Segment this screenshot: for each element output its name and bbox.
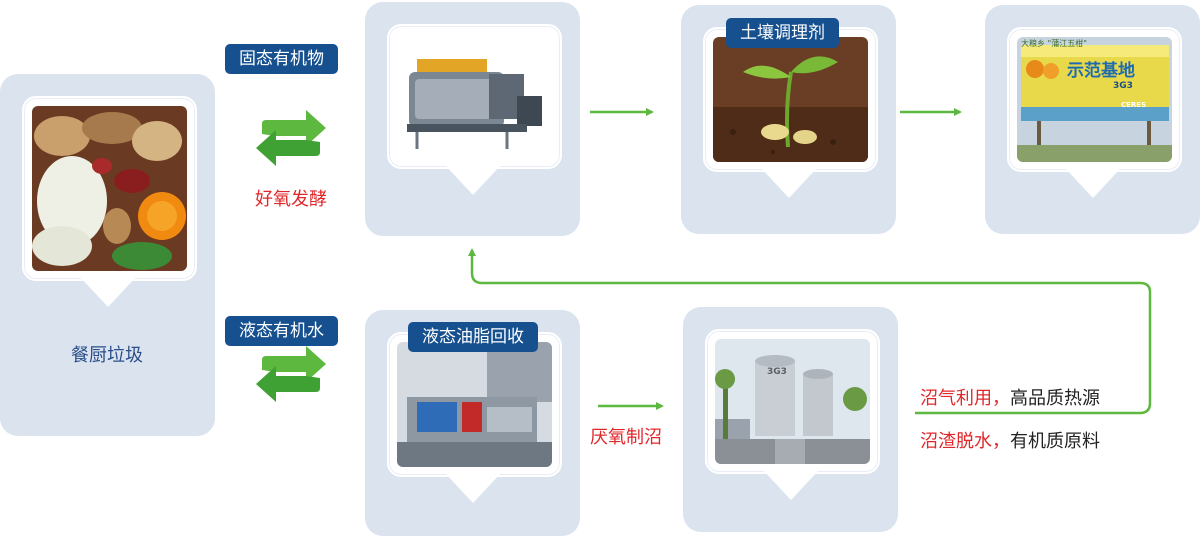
demonstration-billboard-image: 大粮乡 "蒲江五柑" 示范基地 3G3 CERES [1017, 37, 1172, 162]
residue-output-label: 沼渣脱水，有机质原料 [920, 427, 1100, 453]
composting-machine-card [365, 2, 580, 236]
biogas-tank-image: 3G3 [715, 339, 870, 464]
biogas-output-label: 沼气利用，高品质热源 [920, 384, 1100, 410]
composting-machine-image [397, 34, 552, 159]
food-waste-image [32, 106, 187, 271]
billboard-sub-brand: CERES [1121, 101, 1147, 109]
billboard-top-text: 大粮乡 "蒲江五柑" [1021, 39, 1087, 48]
biogas-tank-card: 3G3 [683, 307, 898, 532]
oil-recovery-card [365, 310, 580, 536]
solid-organic-badge: 固态有机物 [225, 44, 338, 74]
billboard-title: 示范基地 [1067, 61, 1135, 81]
oil-recovery-machine-image [397, 342, 552, 467]
source-card: 餐厨垃圾 [0, 74, 215, 436]
tank-image-frame: 3G3 [705, 329, 880, 474]
liquid-exchange-icon [256, 346, 326, 402]
residue-output-red: 沼渣脱水， [920, 431, 1010, 452]
soil-conditioner-badge: 土壤调理剂 [726, 18, 839, 48]
residue-output-black: 有机质原料 [1010, 431, 1100, 452]
source-label: 餐厨垃圾 [71, 345, 143, 366]
aerobic-fermentation-label: 好氧发酵 [255, 189, 327, 210]
source-image-tail [80, 277, 136, 307]
oil-recovery-badge: 液态油脂回收 [408, 322, 538, 352]
oil-image-frame [387, 332, 562, 477]
tank-image-tail [763, 470, 819, 500]
liquid-organic-badge: 液态有机水 [225, 316, 338, 346]
composting-image-frame [387, 24, 562, 169]
tank-brand: 3G3 [767, 367, 787, 377]
soil-image-tail [761, 168, 817, 198]
composting-image-tail [445, 165, 501, 195]
oil-image-tail [445, 473, 501, 503]
arrow-residue-feedback [468, 248, 1152, 415]
biogas-output-black: 高品质热源 [1010, 388, 1100, 409]
biogas-output-red: 沼气利用， [920, 388, 1010, 409]
anaerobic-digestion-label: 厌氧制沼 [590, 427, 662, 448]
soil-image-frame [703, 27, 878, 172]
solid-exchange-icon [256, 110, 326, 166]
billboard-image-frame: 大粮乡 "蒲江五柑" 示范基地 3G3 CERES [1007, 27, 1182, 172]
seedling-image [713, 37, 868, 162]
billboard-image-tail [1065, 168, 1121, 198]
source-image-frame [22, 96, 197, 281]
demonstration-base-card: 大粮乡 "蒲江五柑" 示范基地 3G3 CERES [985, 5, 1200, 234]
billboard-brand: 3G3 [1113, 81, 1133, 91]
